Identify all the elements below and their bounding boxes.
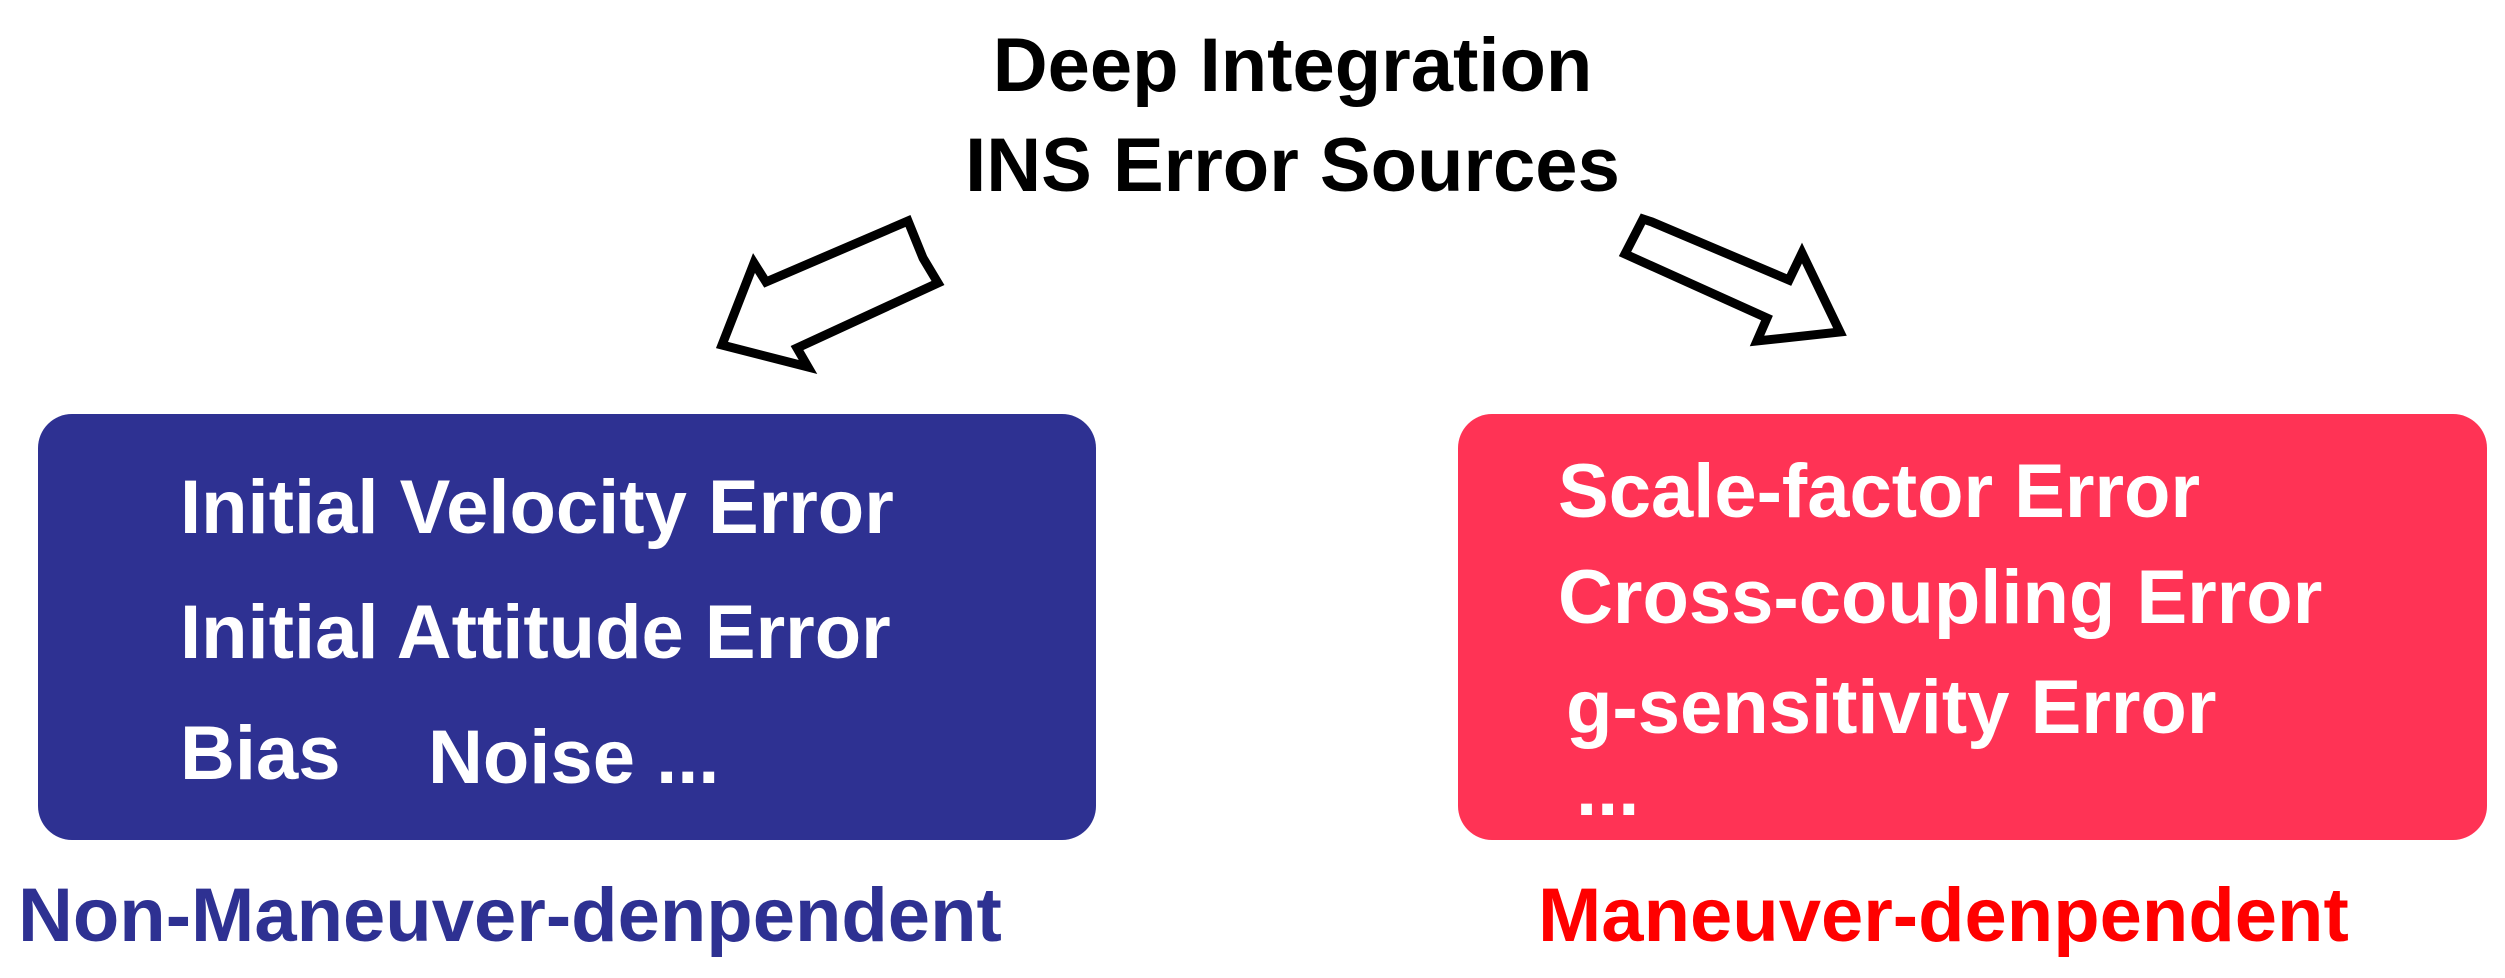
noise-item: Noise ... [428,715,720,800]
maneuver-dependent-caption: Maneuver-denpendent [1538,873,2349,958]
arrow-down-right-icon [1618,213,1847,347]
cross-coupling-error-item: Cross-coupling Error [1558,555,2323,640]
g-sensitivity-error-item: g-sensitivity Error [1566,665,2217,750]
title-line-2: INS Error Sources [965,123,1620,208]
non-maneuver-dependent-caption: Non-Maneuver-denpendent [18,873,1002,958]
scale-factor-error-item: Scale-factor Error [1558,449,2201,534]
maneuver-dependent-box: Scale-factor Error Cross-coupling Error … [1458,414,2487,840]
arrow-down-left-icon [715,215,945,375]
bias-item: Bias [180,711,341,796]
non-maneuver-dependent-box: Initial Velocity Error Initial Attitude … [38,414,1096,840]
title-line-1: Deep Integration [992,23,1593,108]
initial-velocity-error-item: Initial Velocity Error [180,465,894,550]
initial-attitude-error-item: Initial Attitude Error [180,590,891,675]
more-items-ellipsis: ... [1576,747,1640,832]
